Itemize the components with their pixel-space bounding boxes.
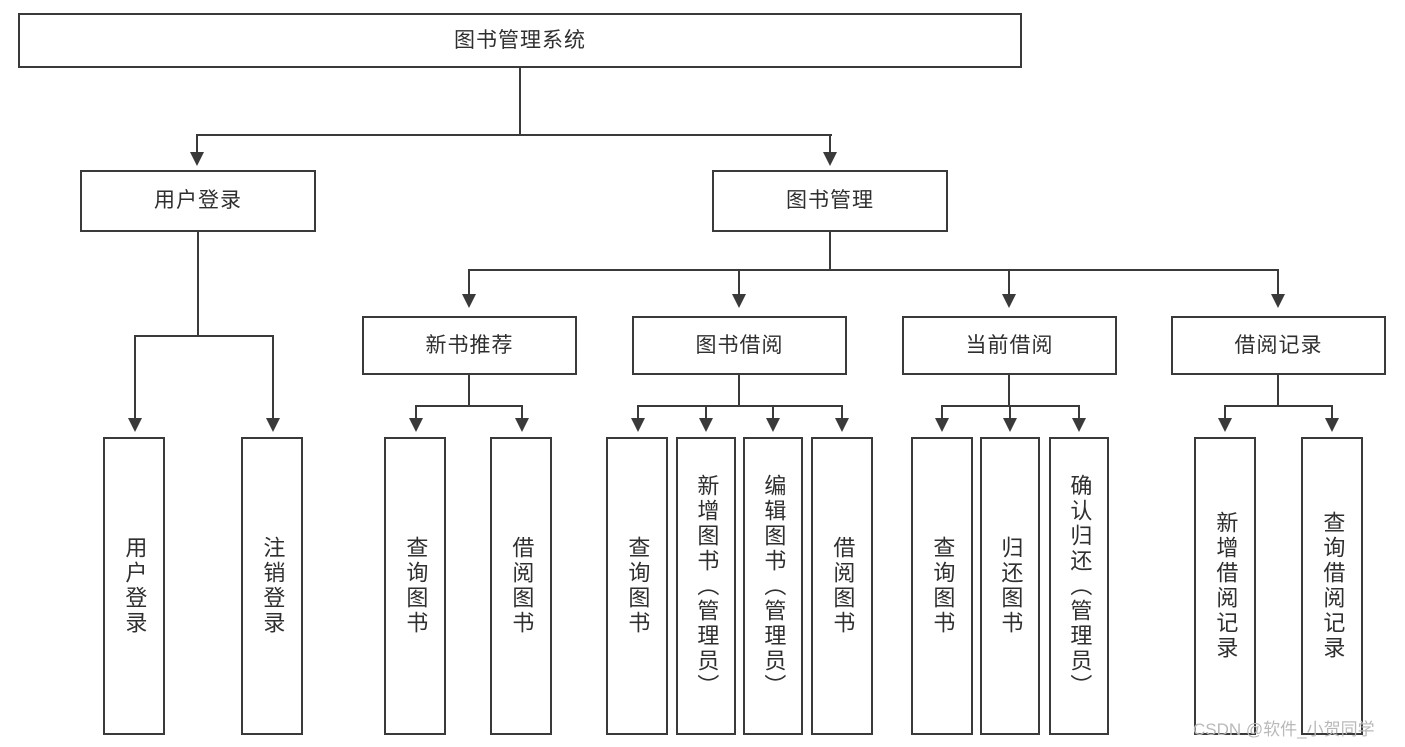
connector-book-borrow-drop-2 bbox=[705, 405, 707, 421]
connector-new-book-bus bbox=[415, 405, 522, 407]
arrow-to-leaf-return-book bbox=[1003, 418, 1017, 432]
connector-level3-bus bbox=[468, 269, 1278, 271]
connector-user-login-bus bbox=[134, 335, 274, 337]
connector-borrow-record-bus bbox=[1224, 405, 1332, 407]
connector-book-borrow-bus bbox=[637, 405, 843, 407]
arrow-to-leaf-borrow-book-1 bbox=[515, 418, 529, 432]
node-label: 新增借阅记录 bbox=[1213, 511, 1239, 661]
arrow-to-leaf-borrow-book-2 bbox=[835, 418, 849, 432]
connector-book-borrow-drop-4 bbox=[841, 405, 843, 421]
arrow-to-leaf-query-book-1 bbox=[409, 418, 423, 432]
node-label: 查询图书 bbox=[625, 536, 651, 636]
node-book-management[interactable]: 图书管理 bbox=[712, 170, 948, 232]
arrow-to-leaf-confirm-return bbox=[1072, 418, 1086, 432]
node-label: 确认归还（管理员） bbox=[1067, 473, 1093, 699]
arrow-to-leaf-add-book bbox=[699, 418, 713, 432]
connector-level3-drop-2 bbox=[738, 269, 740, 297]
leaf-add-book-admin[interactable]: 新增图书（管理员） bbox=[676, 437, 736, 735]
connector-root-bus bbox=[196, 134, 832, 136]
node-label: 归还图书 bbox=[998, 536, 1024, 636]
node-label: 用户登录 bbox=[122, 536, 148, 636]
node-label: 图书管理系统 bbox=[454, 28, 586, 52]
node-label: 图书借阅 bbox=[695, 333, 784, 357]
node-label: 注销登录 bbox=[260, 536, 286, 636]
connector-level3-drop-3 bbox=[1008, 269, 1010, 297]
leaf-edit-book-admin[interactable]: 编辑图书（管理员） bbox=[743, 437, 803, 735]
arrow-to-leaf-logout bbox=[266, 418, 280, 432]
node-label: 用户登录 bbox=[154, 189, 242, 213]
node-label: 新书推荐 bbox=[425, 333, 514, 357]
connector-root-stem bbox=[519, 68, 521, 135]
connector-new-book-drop-1 bbox=[415, 405, 417, 421]
connector-new-book-drop-2 bbox=[521, 405, 523, 421]
arrow-to-book-management bbox=[823, 152, 837, 166]
connector-current-borrow-drop-3 bbox=[1078, 405, 1080, 421]
node-label: 新增图书（管理员） bbox=[694, 473, 720, 699]
arrow-to-leaf-query-book-2 bbox=[631, 418, 645, 432]
connector-book-management-stem bbox=[829, 232, 831, 271]
connector-book-borrow-drop-3 bbox=[772, 405, 774, 421]
leaf-query-borrow-record[interactable]: 查询借阅记录 bbox=[1301, 437, 1363, 735]
leaf-user-login[interactable]: 用户登录 bbox=[103, 437, 165, 735]
connector-root-drop-right bbox=[829, 134, 831, 156]
connector-level3-drop-1 bbox=[468, 269, 470, 297]
csdn-watermark: CSDN @软件_小贺同学 bbox=[1193, 720, 1375, 739]
connector-current-borrow-drop-2 bbox=[1009, 405, 1011, 421]
connector-book-borrow-drop-1 bbox=[637, 405, 639, 421]
node-label: 查询图书 bbox=[930, 536, 956, 636]
connector-level3-drop-4 bbox=[1277, 269, 1279, 297]
connector-user-login-drop-2 bbox=[272, 335, 274, 421]
connector-user-login-stem bbox=[197, 232, 199, 336]
node-user-login[interactable]: 用户登录 bbox=[80, 170, 316, 232]
node-label: 编辑图书（管理员） bbox=[761, 473, 787, 699]
arrow-to-leaf-query-book-3 bbox=[935, 418, 949, 432]
connector-new-book-stem bbox=[468, 375, 470, 406]
connector-current-borrow-stem bbox=[1008, 375, 1010, 406]
arrow-to-book-borrow bbox=[732, 294, 746, 308]
connector-current-borrow-drop-1 bbox=[941, 405, 943, 421]
node-label: 图书管理 bbox=[786, 189, 874, 213]
connector-book-borrow-stem bbox=[738, 375, 740, 406]
node-label: 借阅图书 bbox=[509, 536, 535, 636]
node-borrow-record[interactable]: 借阅记录 bbox=[1171, 316, 1386, 375]
leaf-add-borrow-record[interactable]: 新增借阅记录 bbox=[1194, 437, 1256, 735]
arrow-to-leaf-add-record bbox=[1218, 418, 1232, 432]
arrow-to-borrow-record bbox=[1271, 294, 1285, 308]
node-label: 查询借阅记录 bbox=[1320, 511, 1346, 661]
node-root-system[interactable]: 图书管理系统 bbox=[18, 13, 1022, 68]
connector-borrow-record-stem bbox=[1277, 375, 1279, 406]
leaf-query-book-current[interactable]: 查询图书 bbox=[911, 437, 973, 735]
arrow-to-user-login bbox=[190, 152, 204, 166]
arrow-to-current-borrow bbox=[1002, 294, 1016, 308]
node-label: 当前借阅 bbox=[965, 333, 1054, 357]
arrow-to-leaf-query-record bbox=[1325, 418, 1339, 432]
leaf-logout[interactable]: 注销登录 bbox=[241, 437, 303, 735]
connector-user-login-drop-1 bbox=[134, 335, 136, 421]
leaf-query-book-borrow[interactable]: 查询图书 bbox=[606, 437, 668, 735]
leaf-borrow-book-borrow[interactable]: 借阅图书 bbox=[811, 437, 873, 735]
arrow-to-leaf-user-login bbox=[128, 418, 142, 432]
arrow-to-new-book-recommend bbox=[462, 294, 476, 308]
node-label: 查询图书 bbox=[403, 536, 429, 636]
node-label: 借阅图书 bbox=[830, 536, 856, 636]
leaf-confirm-return-admin[interactable]: 确认归还（管理员） bbox=[1049, 437, 1109, 735]
node-new-book-recommend[interactable]: 新书推荐 bbox=[362, 316, 577, 375]
connector-root-drop-left bbox=[196, 134, 198, 156]
leaf-return-book[interactable]: 归还图书 bbox=[980, 437, 1040, 735]
arrow-to-leaf-edit-book bbox=[766, 418, 780, 432]
connector-borrow-record-drop-2 bbox=[1331, 405, 1333, 421]
leaf-borrow-book-recommend[interactable]: 借阅图书 bbox=[490, 437, 552, 735]
connector-borrow-record-drop-1 bbox=[1224, 405, 1226, 421]
leaf-query-book-recommend[interactable]: 查询图书 bbox=[384, 437, 446, 735]
node-book-borrow[interactable]: 图书借阅 bbox=[632, 316, 847, 375]
node-current-borrow[interactable]: 当前借阅 bbox=[902, 316, 1117, 375]
node-label: 借阅记录 bbox=[1234, 333, 1323, 357]
